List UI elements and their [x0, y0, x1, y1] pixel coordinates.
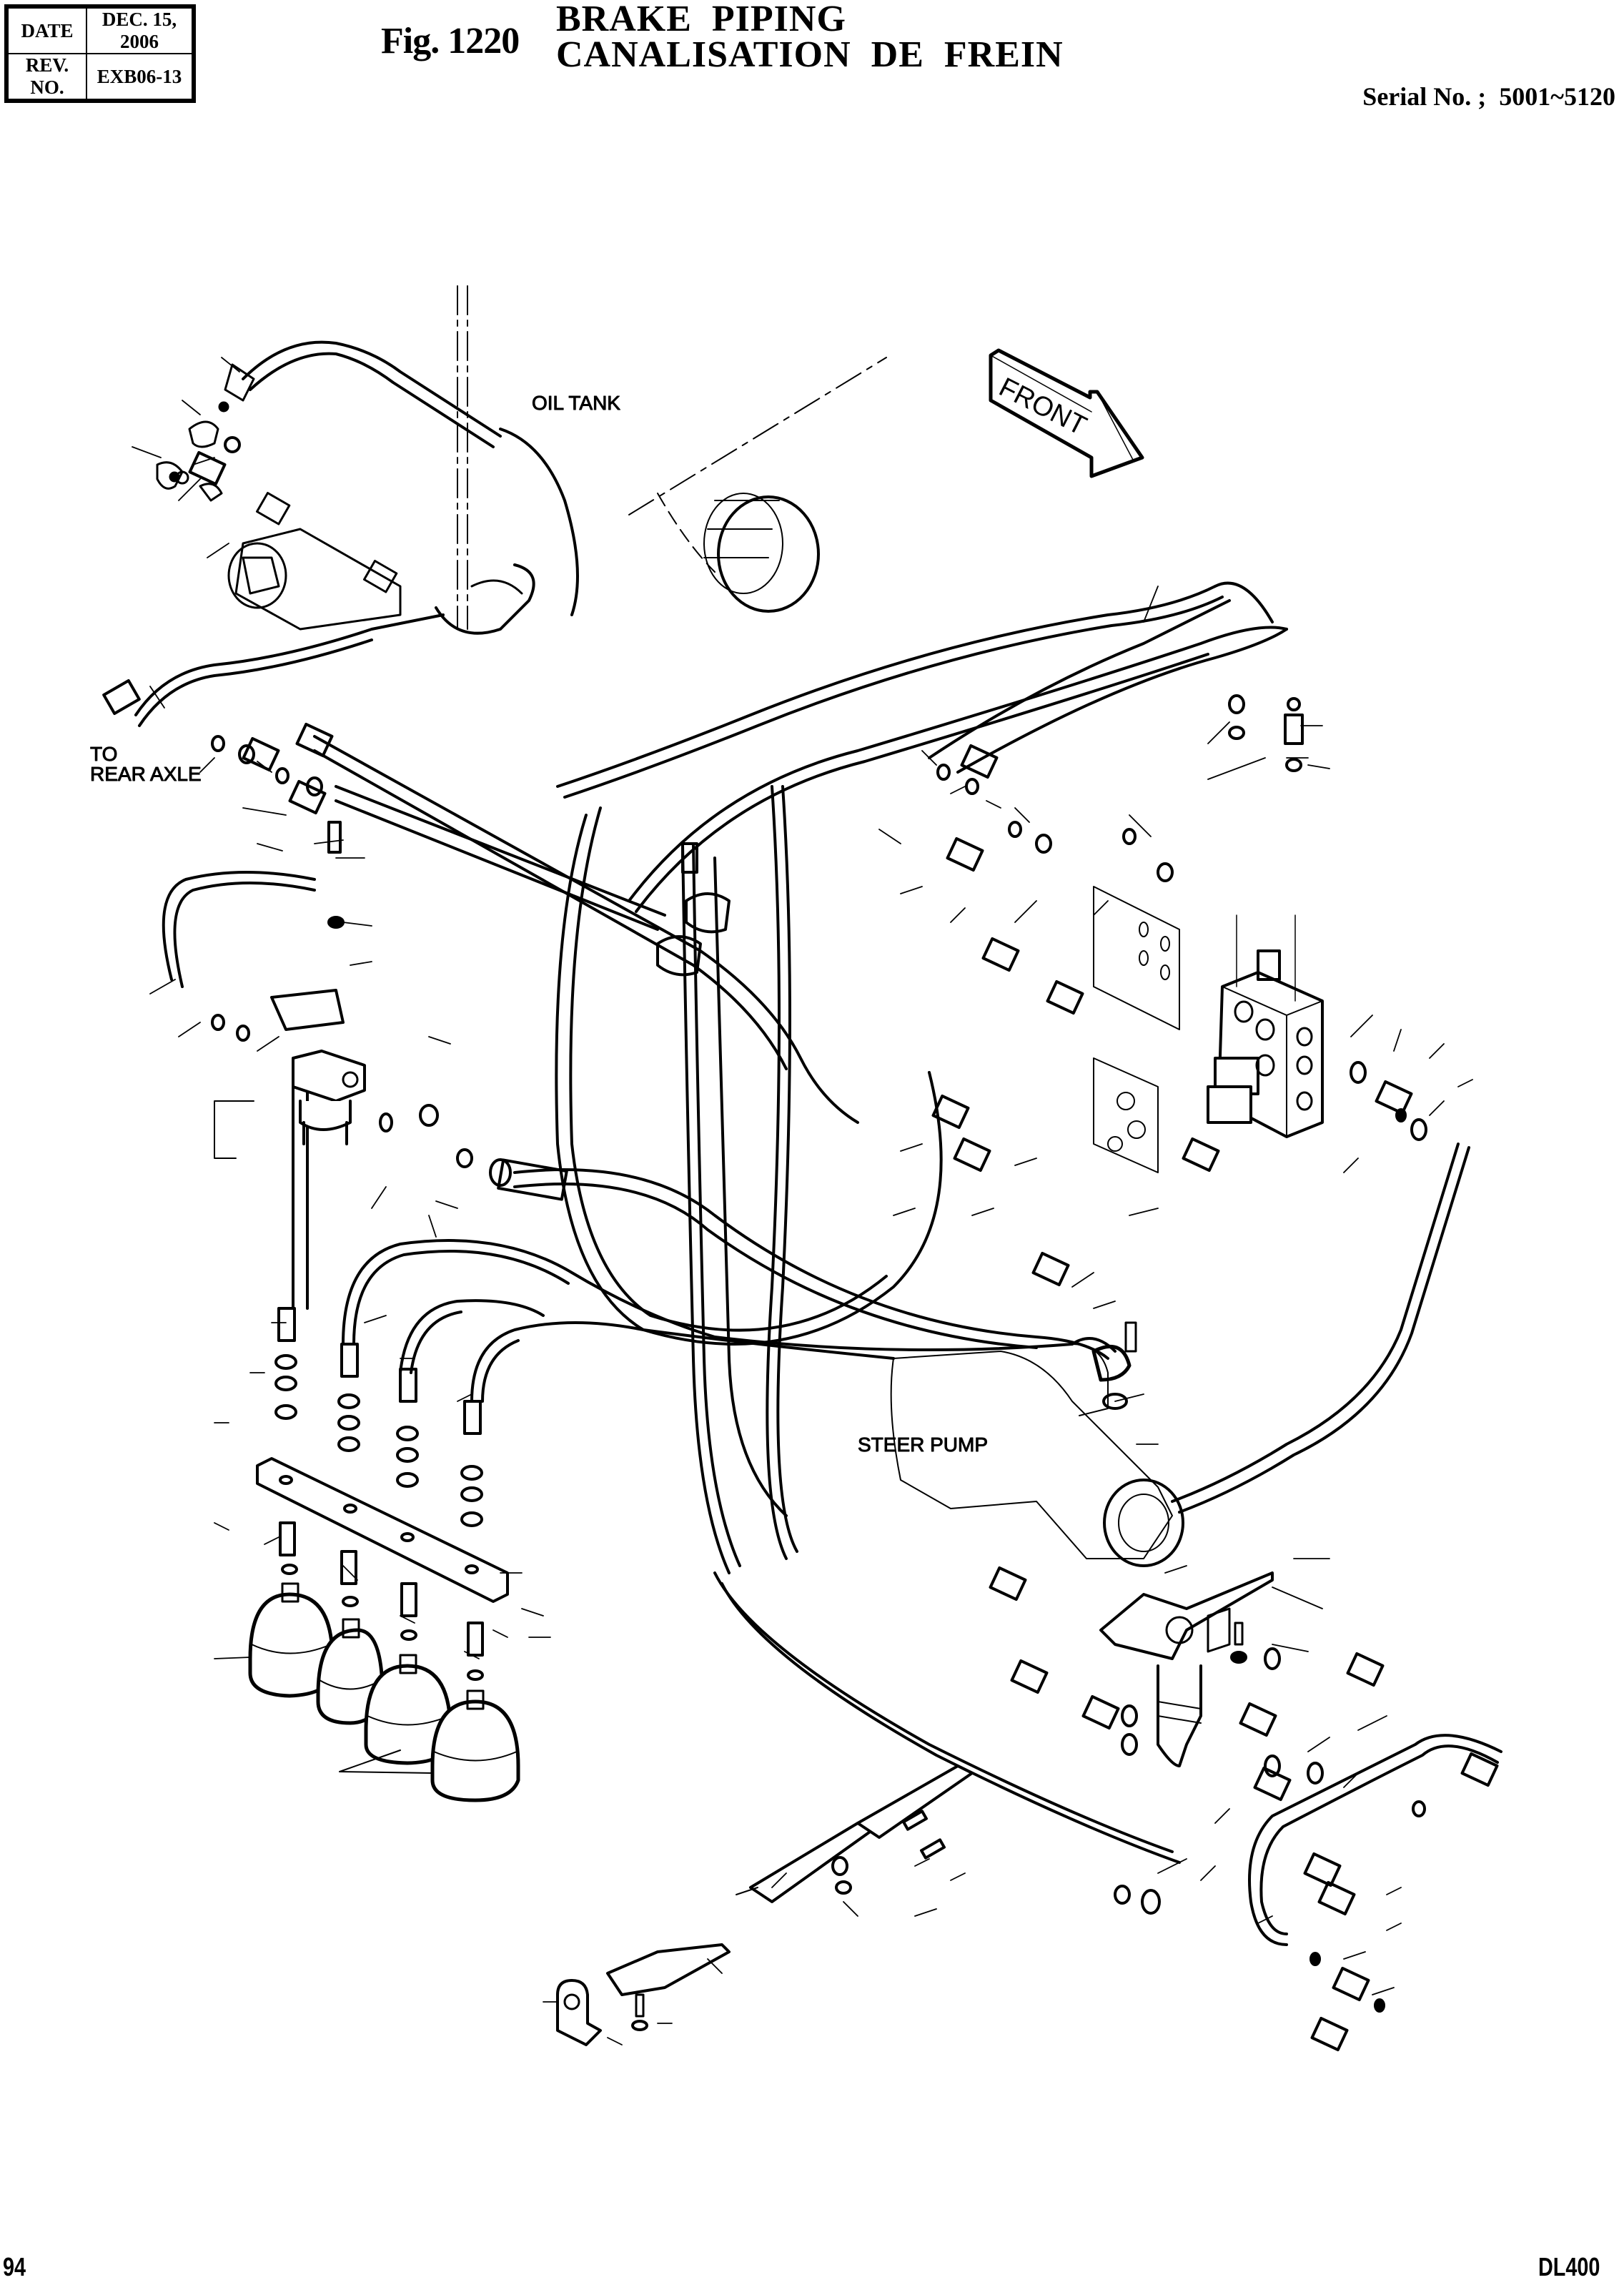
- tank-valve-block: [156, 363, 402, 631]
- callout-leaders: [132, 357, 1473, 2045]
- fittings-and-o-rings: [102, 450, 1499, 2052]
- accumulator-4: [430, 1689, 520, 1802]
- manifold-plates: [1093, 886, 1180, 1173]
- serial-number: Serial No. ; 5001~5120: [1362, 82, 1615, 111]
- title-french: CANALISATION DE FREIN: [556, 34, 1064, 75]
- figure-number: Fig. 1220: [381, 21, 520, 61]
- title-english: BRAKE PIPING: [556, 0, 846, 39]
- steer-pump-label: STEER PUMP: [858, 1433, 988, 1456]
- figure-title: BRAKE PIPING CANALISATION DE FREIN: [556, 0, 1064, 75]
- brake-hoses: [134, 340, 1502, 1946]
- date-value: DEC. 15, 2006: [86, 6, 194, 54]
- accumulator-bracket: [256, 1457, 509, 1603]
- oil-tank: [435, 285, 887, 635]
- front-direction-icon: FRONT: [989, 348, 1144, 478]
- filter: [270, 989, 366, 1145]
- accumulator-fittings: [274, 1307, 484, 1681]
- parking-brake-pedal: [556, 1765, 974, 2046]
- page-number: 94: [3, 2252, 26, 2281]
- steer-pump: [890, 1321, 1184, 1567]
- charging-valve-block: [1207, 914, 1324, 1138]
- model-name: DL400: [1538, 2252, 1600, 2281]
- accumulator-callout: [339, 1749, 433, 1774]
- to-label: TO: [90, 743, 117, 765]
- revision-label: REV. NO.: [6, 53, 87, 102]
- brake-pedal-valve: [1099, 1571, 1274, 1767]
- filter-callout: [214, 1100, 254, 1159]
- revision-table: DATE DEC. 15, 2006 REV. NO. EXB06-13: [4, 4, 196, 103]
- rear-axle-label: REAR AXLE: [90, 763, 202, 785]
- oil-tank-label: OIL TANK: [532, 392, 620, 414]
- date-label: DATE: [6, 6, 87, 54]
- revision-value: EXB06-13: [86, 53, 194, 102]
